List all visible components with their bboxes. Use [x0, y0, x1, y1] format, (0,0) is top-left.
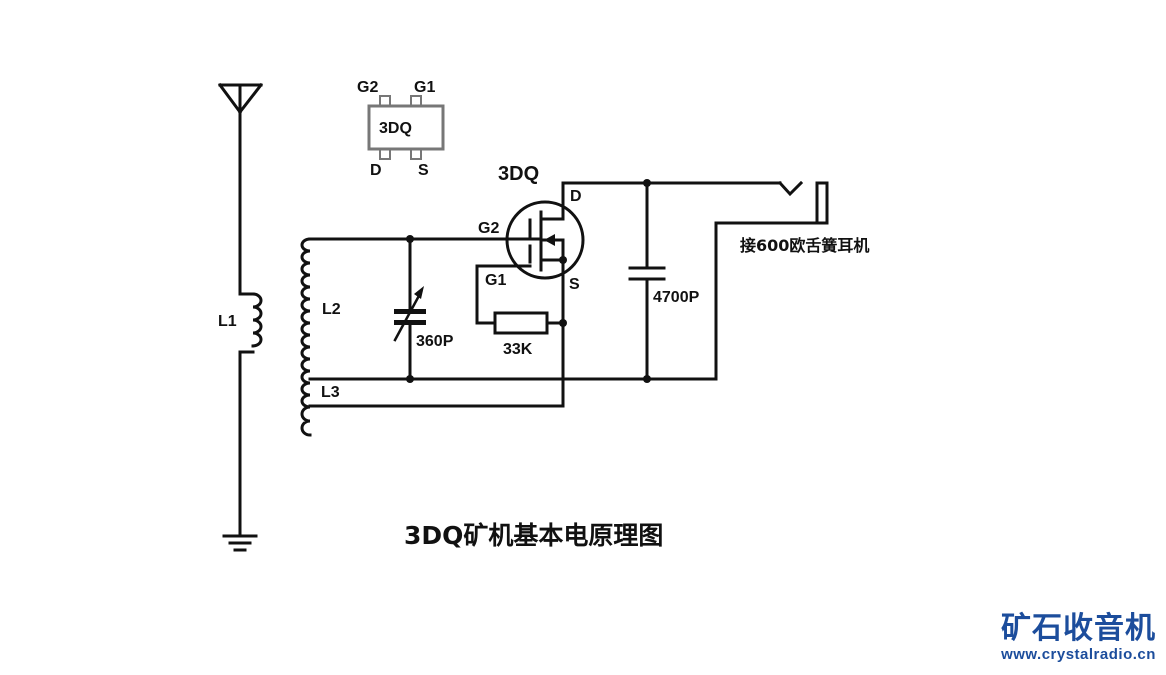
- label-360p: 360P: [416, 333, 454, 350]
- resistor-33k: [475, 311, 567, 335]
- package-pin-g2: G2: [357, 79, 378, 96]
- capacitor-4700p: [628, 179, 666, 383]
- package-pin-d: D: [370, 162, 382, 179]
- transistor-pin-d: D: [570, 188, 582, 205]
- package-3dq: [367, 95, 445, 160]
- transistor-pin-g2: G2: [478, 220, 499, 237]
- transistor-name: 3DQ: [498, 163, 539, 185]
- label-l3: L3: [321, 384, 340, 401]
- earphone-label: 接600欧舌簧耳机: [740, 236, 869, 255]
- package-pin-s: S: [418, 162, 429, 179]
- ground-icon: [222, 534, 258, 552]
- watermark-url: www.crystalradio.cn: [1001, 646, 1156, 663]
- junction-dot: [406, 375, 414, 383]
- transistor-pin-g1: G1: [485, 272, 506, 289]
- inductor-l1: [238, 110, 263, 538]
- label-4700p: 4700P: [653, 289, 700, 306]
- package-body-label: 3DQ: [379, 120, 412, 137]
- transistor-3dq: [475, 181, 782, 408]
- transistor-pin-s: S: [569, 276, 580, 293]
- label-l2: L2: [322, 301, 341, 318]
- earphone-jack-icon: [714, 180, 829, 381]
- watermark-name: 矿石收音机: [1001, 611, 1156, 646]
- variable-capacitor: [393, 237, 426, 381]
- junction-dot: [406, 235, 414, 243]
- antenna-icon: [217, 82, 264, 115]
- diagram-title: 3DQ矿机基本电原理图: [404, 521, 663, 550]
- label-33k: 33K: [503, 341, 533, 358]
- label-l1: L1: [218, 313, 237, 330]
- watermark: 矿石收音机 www.crystalradio.cn: [1001, 612, 1156, 664]
- package-pin-g1: G1: [414, 79, 435, 96]
